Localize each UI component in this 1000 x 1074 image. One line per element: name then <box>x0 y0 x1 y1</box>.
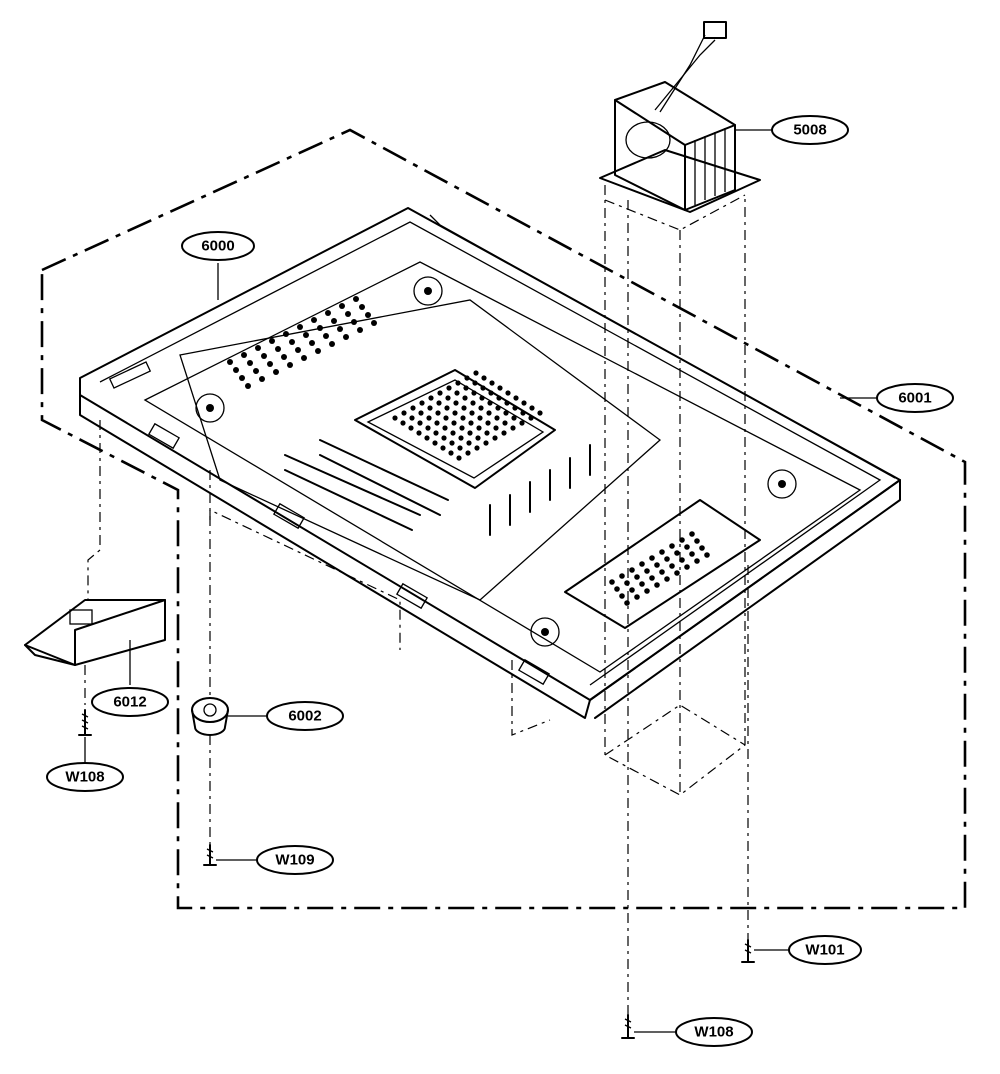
svg-text:6002: 6002 <box>288 708 321 725</box>
base-plate <box>79 207 901 719</box>
assembly-boundary <box>40 128 967 910</box>
svg-text:6000: 6000 <box>201 238 234 255</box>
perforation-right <box>609 531 710 606</box>
transformer <box>599 21 761 213</box>
callout-6012: 6012 <box>91 687 169 717</box>
rear-projection <box>209 509 551 736</box>
screw-w108-bottom <box>621 1014 677 1039</box>
svg-text:W108: W108 <box>694 1024 733 1041</box>
svg-text:W108: W108 <box>65 769 104 786</box>
screw-w108-left <box>78 709 92 768</box>
svg-text:6012: 6012 <box>113 694 146 711</box>
callout-5008: 5008 <box>771 115 849 145</box>
vent-slots <box>284 439 591 536</box>
callout-w101: W101 <box>788 935 862 965</box>
svg-text:W109: W109 <box>275 852 314 869</box>
transformer-projection <box>604 185 746 1015</box>
callout-6001: 6001 <box>876 383 954 413</box>
bracket-part <box>24 420 166 705</box>
rubber-foot <box>191 470 229 845</box>
callout-6000: 6000 <box>181 231 255 261</box>
callout-w108-left: W108 <box>46 762 124 792</box>
svg-text:W101: W101 <box>805 942 844 959</box>
screw-w109 <box>203 844 258 866</box>
svg-text:6001: 6001 <box>898 390 931 407</box>
svg-text:5008: 5008 <box>793 122 826 139</box>
screw-w101 <box>741 565 790 963</box>
perforation-top-left <box>227 296 377 389</box>
callout-w108-bottom: W108 <box>675 1017 753 1047</box>
callout-w109: W109 <box>256 845 334 875</box>
perforation-center <box>392 370 543 461</box>
callout-6002: 6002 <box>266 701 344 731</box>
